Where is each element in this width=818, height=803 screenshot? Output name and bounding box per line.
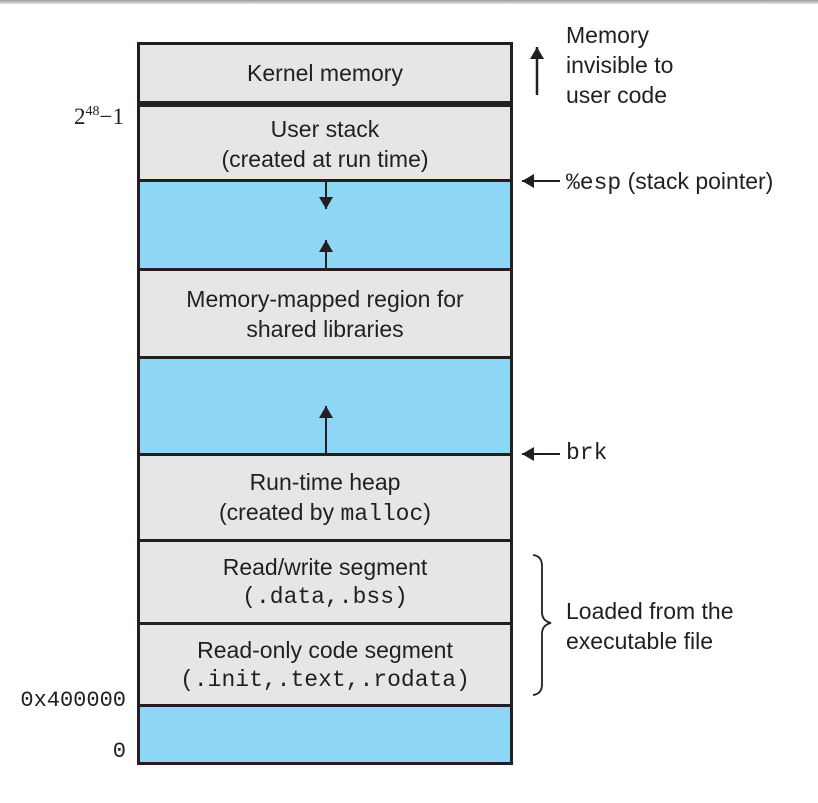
segment-read-only-code: Read-only code segment (.init,.text,.rod… xyxy=(140,625,510,704)
address-zero: 0 xyxy=(112,739,126,764)
divider-ro-top xyxy=(140,622,510,625)
rw-sublabel: (.data,.bss) xyxy=(242,584,408,610)
heap-label: Run-time heap xyxy=(249,468,401,495)
loaded-note-line-2: executable file xyxy=(566,628,714,654)
heap-sublabel-suffix: ) xyxy=(423,498,431,525)
esp-label: %esp (stack pointer) xyxy=(566,166,773,198)
esp-description: (stack pointer) xyxy=(627,168,774,194)
ro-label: Read-only code segment xyxy=(197,636,453,663)
loaded-segments-brace-icon xyxy=(532,554,552,696)
esp-register: %esp xyxy=(566,170,622,196)
segment-run-time-heap: Run-time heap (created by malloc) xyxy=(140,456,510,539)
divider-reserved-top xyxy=(140,704,510,707)
brk-label: brk xyxy=(566,440,608,466)
divider-stack xyxy=(140,179,510,182)
segment-reserved xyxy=(140,707,510,762)
divider-rw-top xyxy=(140,539,510,542)
mmap-label: Memory-mapped region for xyxy=(186,285,464,312)
ro-sublabel: (.init,.text,.rodata) xyxy=(180,666,470,693)
kernel-note-line-3: user code xyxy=(566,82,668,108)
address-code-start: 0x400000 xyxy=(20,688,126,713)
loaded-from-executable-note: Loaded from the executable file xyxy=(566,596,734,656)
heap-sublabel: (created by malloc) xyxy=(219,497,431,529)
address-top-suffix: −1 xyxy=(99,104,124,129)
kernel-invisible-note: Memory invisible to user code xyxy=(566,20,673,110)
heap-sublabel-code: malloc xyxy=(340,500,424,527)
user-stack-label: User stack xyxy=(270,115,380,142)
divider-mmap-top xyxy=(140,268,510,271)
segment-kernel-label: Kernel memory xyxy=(247,60,403,86)
mmap-sublabel: shared libraries xyxy=(246,315,404,342)
divider-heap-top xyxy=(140,453,510,456)
user-stack-sublabel: (created at run time) xyxy=(221,145,429,172)
rw-label: Read/write segment xyxy=(222,554,428,580)
segment-shared-libraries: Memory-mapped region for shared librarie… xyxy=(140,271,510,356)
segment-user-stack: User stack (created at run time) xyxy=(140,107,510,180)
address-top-exp: 48 xyxy=(85,104,100,119)
heap-sublabel-prefix: (created by xyxy=(219,498,341,525)
loaded-note-line-1: Loaded from the xyxy=(566,598,734,624)
kernel-divider xyxy=(140,101,510,107)
divider-mmap-bottom xyxy=(140,356,510,359)
address-top-user: 248−1 xyxy=(74,104,124,130)
segment-kernel-memory: Kernel memory xyxy=(140,45,510,101)
top-edge-bar xyxy=(0,0,818,4)
kernel-note-line-2: invisible to xyxy=(566,52,674,78)
segment-read-write: Read/write segment (.data,.bss) xyxy=(140,542,510,622)
kernel-note-line-1: Memory xyxy=(566,22,650,48)
address-top-base: 2 xyxy=(74,104,86,129)
